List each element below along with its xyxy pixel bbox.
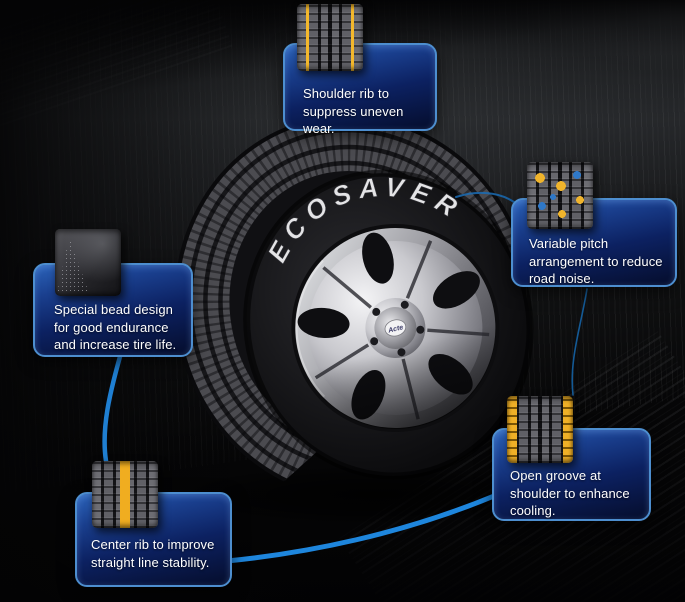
tread-thumbnail-open-groove [507, 396, 573, 463]
tread-thumbnail-center-rib [92, 461, 158, 528]
callout-open-groove-text: Open groove at shoulder to enhance cooli… [510, 468, 630, 518]
bead-thumbnail [55, 229, 121, 296]
callout-center-rib-text: Center rib to improve straight line stab… [91, 537, 215, 570]
callout-shoulder-rib-text: Shoulder rib to suppress uneven wear. [303, 86, 404, 136]
alloy-wheel: Acte [291, 223, 500, 432]
callout-bead-design-text: Special bead design for good endurance a… [54, 302, 177, 352]
callout-variable-pitch-text: Variable pitch arrangement to reduce roa… [529, 236, 663, 286]
tread-thumbnail-variable-pitch [527, 162, 593, 229]
tread-thumbnail-shoulder-rib [297, 4, 363, 71]
